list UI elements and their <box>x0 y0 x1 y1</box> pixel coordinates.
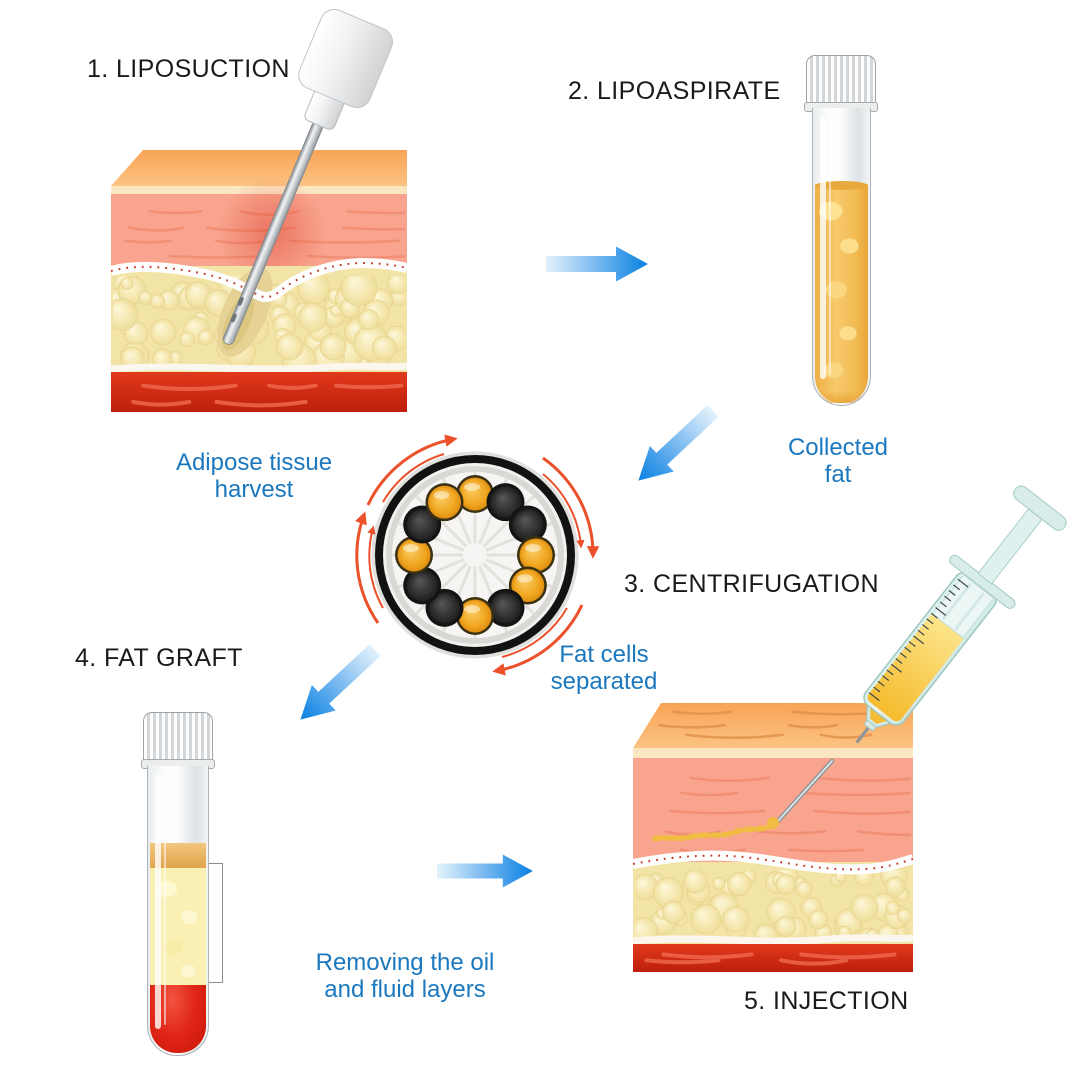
cannula-suction-hole <box>230 313 237 323</box>
liposuction-cannula <box>222 8 394 345</box>
plunger-seal <box>932 574 995 639</box>
fat-bubbles <box>635 870 911 940</box>
lipoaspirate-tube <box>804 55 886 407</box>
plunger-rod <box>977 508 1043 585</box>
tube-cap <box>141 712 215 769</box>
step2-caption: Collected fat <box>787 434 889 489</box>
graduation-marks <box>868 578 969 702</box>
membrane-line <box>109 257 409 303</box>
syringe-fat-content <box>867 614 963 722</box>
plunger-handle <box>1013 485 1067 531</box>
step1-title: 1. LIPOSUCTION <box>87 55 290 83</box>
fat-layer-bracket <box>209 863 223 983</box>
muscle-fibers <box>131 383 404 408</box>
epidermis-top-face <box>111 150 407 186</box>
dermis-wrinkles <box>664 776 911 855</box>
centrifuge-rotor <box>355 434 600 676</box>
arrow-down-left-2 <box>288 637 387 733</box>
injection-syringe <box>855 485 1067 744</box>
tube-glass <box>147 766 209 1056</box>
cannula-handle <box>298 8 394 109</box>
arrow-right-1 <box>546 246 648 282</box>
rotation-arrows <box>355 434 600 676</box>
step3-title: 3. CENTRIFUGATION <box>624 570 879 598</box>
step2-title: 2. LIPOASPIRATE <box>568 77 781 105</box>
step4-title: 4. FAT GRAFT <box>75 644 243 672</box>
membrane-line <box>632 850 915 875</box>
injected-fat-trail <box>651 821 778 842</box>
muscle-fibers <box>644 952 897 966</box>
tube-glass <box>812 108 871 406</box>
fat-graft-tube <box>141 712 243 1058</box>
skin-block-injection <box>632 703 915 972</box>
step4-caption: Removing the oil and fluid layers <box>315 949 495 1004</box>
step3-caption: Fat cells separated <box>550 641 658 696</box>
step5-title: 5. INJECTION <box>744 987 909 1015</box>
skin-block-liposuction <box>109 150 409 412</box>
rotor-tube-slots <box>395 475 555 635</box>
cannula-suction-hole <box>237 297 244 306</box>
arrow-down-left-1 <box>626 398 725 494</box>
arrow-right-2 <box>437 854 533 888</box>
tube-cap <box>804 55 878 112</box>
step1-caption: Adipose tissue harvest <box>175 449 333 504</box>
